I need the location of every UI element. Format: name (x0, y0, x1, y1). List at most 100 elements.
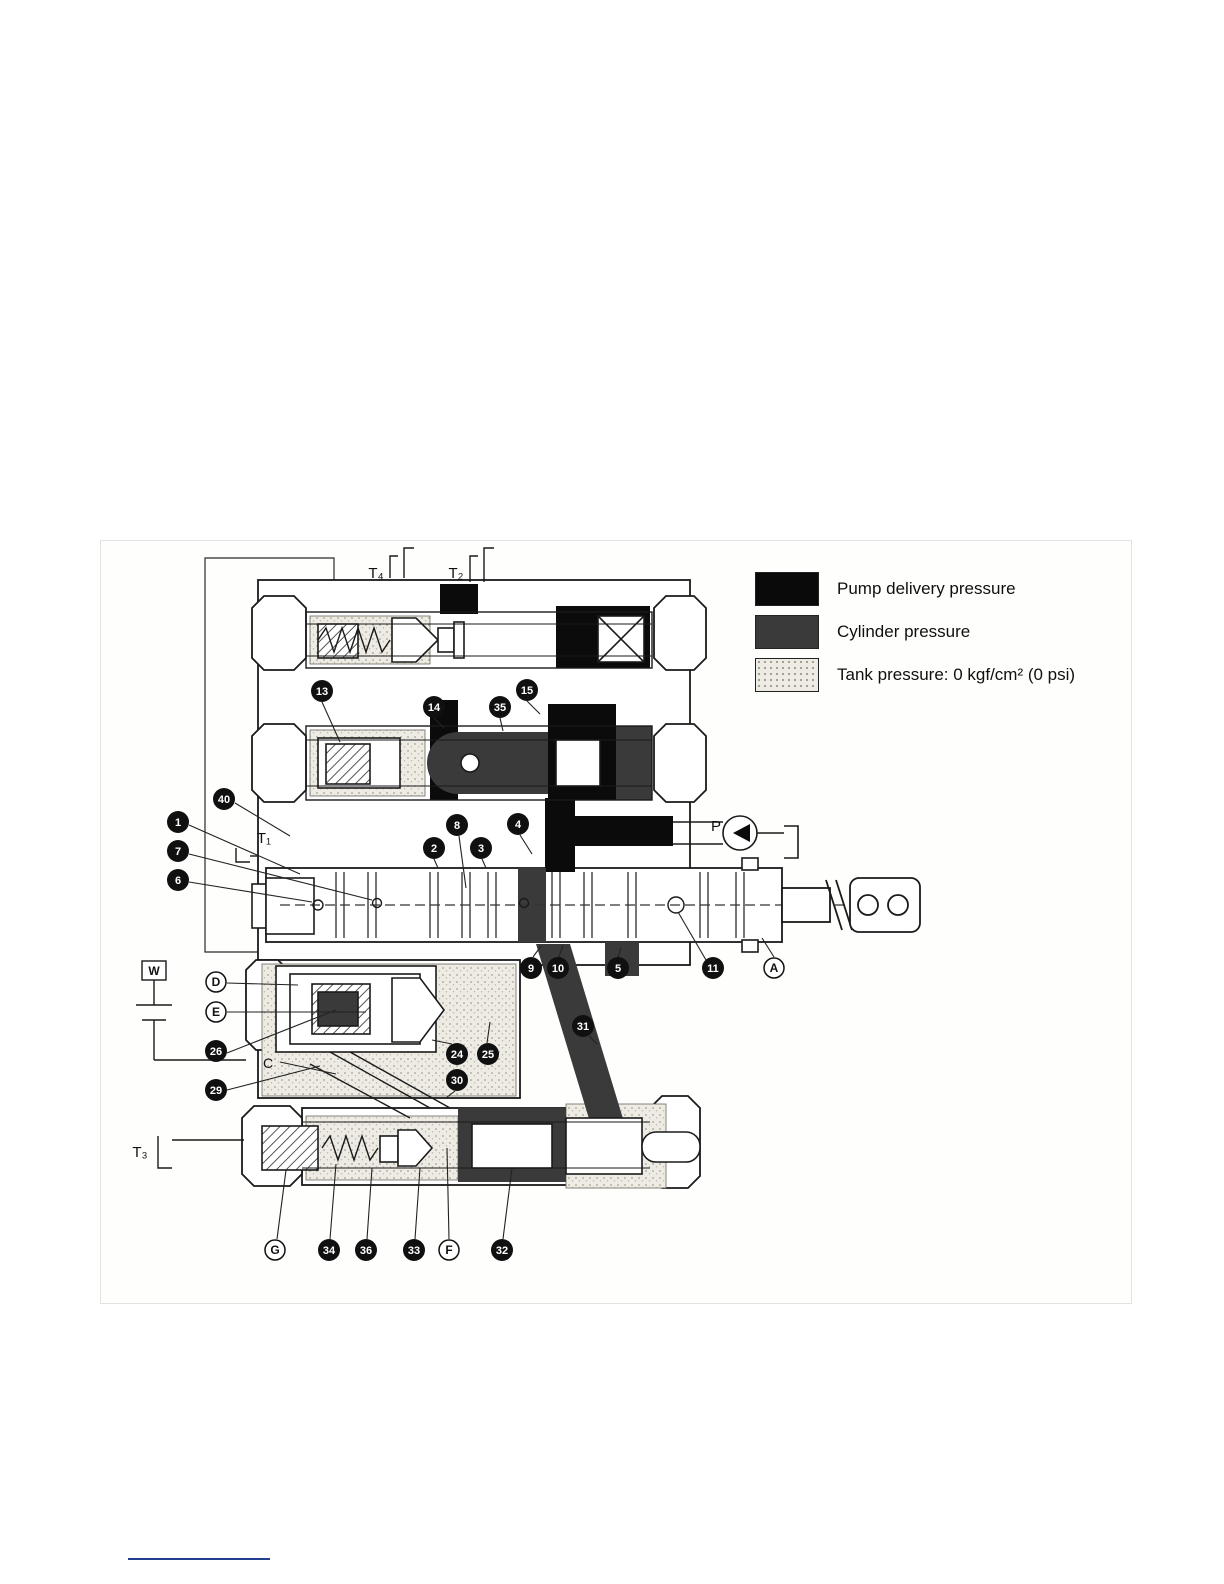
svg-text:14: 14 (428, 702, 441, 714)
spring (317, 625, 391, 655)
clevis-hole (887, 894, 909, 916)
mechanical-details (280, 611, 848, 1169)
bottom-right-cylinder (565, 1117, 643, 1175)
svg-text:31: 31 (577, 1021, 589, 1033)
spool-rod (781, 877, 921, 933)
callout-9: 9 (520, 957, 542, 979)
label-P: P (711, 818, 721, 835)
legend-row-pump: Pump delivery pressure (755, 572, 1075, 606)
footer-rule (128, 1558, 270, 1560)
callout-36: 36 (355, 1239, 377, 1261)
callout-10: 10 (547, 957, 569, 979)
pump-symbol (673, 815, 799, 859)
callout-3: 3 (470, 837, 492, 859)
callout-2: 2 (423, 837, 445, 859)
bottom-piston-G (261, 1125, 319, 1171)
callout-14: 14 (423, 696, 445, 718)
callout-8: 8 (446, 814, 468, 836)
svg-text:40: 40 (218, 794, 230, 806)
legend-swatch-tank (755, 658, 819, 692)
callout-34: 34 (318, 1239, 340, 1261)
svg-text:8: 8 (454, 820, 460, 832)
callout-E: E (205, 1001, 227, 1023)
svg-text:32: 32 (496, 1245, 508, 1257)
svg-text:15: 15 (521, 685, 533, 697)
leader-lines (188, 700, 775, 1240)
svg-text:7: 7 (175, 846, 181, 858)
hex-bolt (653, 723, 707, 803)
callout-25: 25 (477, 1043, 499, 1065)
legend-label-pump: Pump delivery pressure (837, 579, 1016, 598)
svg-text:25: 25 (482, 1049, 494, 1061)
numbered-callouts: 13 14 35 15 40 1 7 6 2 8 3 4 9 10 5 11 3… (167, 679, 724, 1261)
legend-row-cylinder: Cylinder pressure (755, 615, 1075, 649)
legend-swatch-cylinder (755, 615, 819, 649)
bottom-rod-end (641, 1131, 701, 1163)
port-symbols (136, 547, 494, 1169)
lettered-callouts: A D E F G (205, 957, 785, 1261)
port-label-T4: T₄ (368, 565, 383, 582)
callout-1: 1 (167, 811, 189, 833)
svg-text:4: 4 (515, 819, 522, 831)
callout-5: 5 (607, 957, 629, 979)
svg-text:24: 24 (451, 1049, 464, 1061)
spring (321, 1133, 379, 1163)
port-label-T2: T₂ (449, 565, 464, 582)
svg-text:9: 9 (528, 963, 534, 975)
callout-24: 24 (446, 1043, 468, 1065)
valve-body (241, 579, 783, 1189)
svg-text:34: 34 (323, 1245, 336, 1257)
label-C: C (263, 1055, 273, 1071)
callout-15: 15 (516, 679, 538, 701)
callout-4: 4 (507, 813, 529, 835)
svg-text:30: 30 (451, 1075, 463, 1087)
svg-text:6: 6 (175, 875, 181, 887)
clevis-hole (857, 894, 879, 916)
port-label-T1: T₁ (257, 830, 271, 847)
hex-bolt (653, 595, 707, 671)
svg-text:13: 13 (316, 686, 328, 698)
hex-bolt (251, 723, 307, 803)
svg-text:G: G (270, 1243, 279, 1257)
callout-35: 35 (489, 696, 511, 718)
callout-32: 32 (491, 1239, 513, 1261)
svg-text:3: 3 (478, 843, 484, 855)
callout-29: 29 (205, 1079, 227, 1101)
svg-text:5: 5 (615, 963, 621, 975)
svg-text:35: 35 (494, 702, 506, 714)
callout-7: 7 (167, 840, 189, 862)
svg-text:E: E (212, 1005, 220, 1019)
callout-G: G (264, 1239, 286, 1261)
legend-label-cylinder: Cylinder pressure (837, 622, 971, 641)
port-label-T3: T₃ (132, 1144, 147, 1161)
callout-26: 26 (205, 1040, 227, 1062)
svg-text:29: 29 (210, 1085, 222, 1097)
svg-text:1: 1 (175, 817, 181, 829)
legend-swatch-pump-delivery (755, 572, 819, 606)
callout-F: F (438, 1239, 460, 1261)
label-W: W (148, 964, 160, 978)
callout-11: 11 (702, 957, 724, 979)
svg-text:A: A (770, 961, 779, 975)
callout-A: A (763, 957, 785, 979)
legend: Pump delivery pressure Cylinder pressure… (755, 572, 1075, 692)
svg-text:36: 36 (360, 1245, 372, 1257)
pump-triangle (733, 824, 750, 842)
callout-33: 33 (403, 1239, 425, 1261)
callout-30: 30 (446, 1069, 468, 1091)
svg-text:2: 2 (431, 843, 437, 855)
svg-text:33: 33 (408, 1245, 420, 1257)
callout-40: 40 (213, 788, 235, 810)
svg-text:F: F (445, 1243, 452, 1257)
callout-6: 6 (167, 869, 189, 891)
callout-13: 13 (311, 680, 333, 702)
svg-text:26: 26 (210, 1046, 222, 1058)
callout-31: 31 (572, 1015, 594, 1037)
outer-contour (204, 557, 335, 953)
legend-label-tank: Tank pressure: 0 kgf/cm² (0 psi) (837, 665, 1076, 684)
rod-clevis (849, 877, 921, 933)
svg-text:10: 10 (552, 963, 564, 975)
inner-details (251, 615, 759, 1175)
svg-text:D: D (212, 975, 221, 989)
